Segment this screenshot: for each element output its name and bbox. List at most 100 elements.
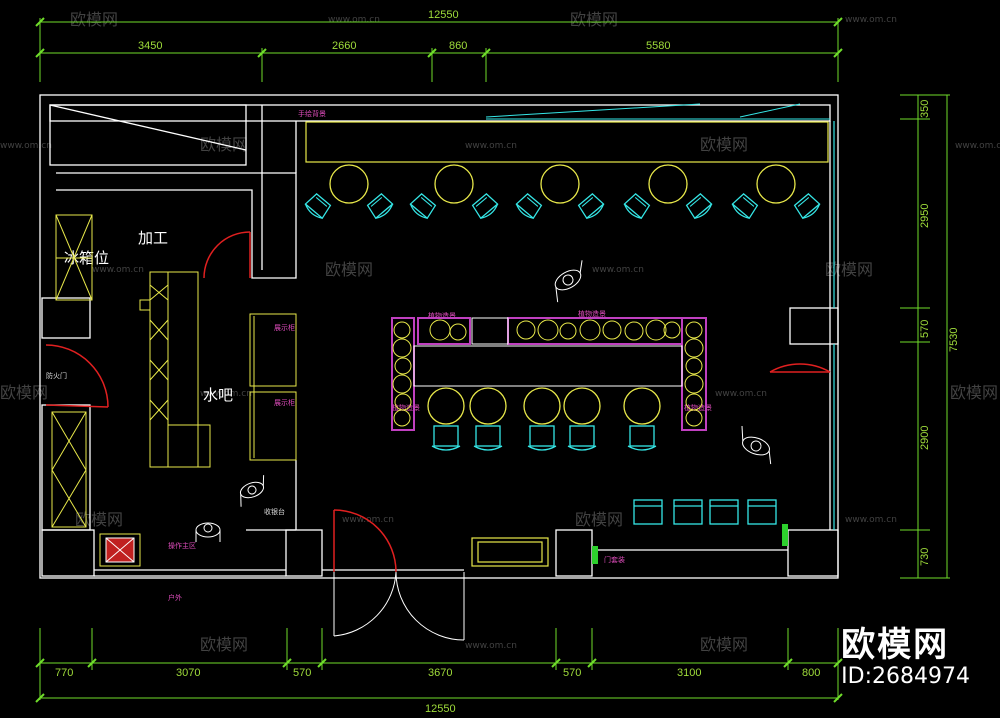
plant: [429, 319, 451, 341]
chair: [471, 192, 499, 220]
lounge-chair: [633, 499, 663, 525]
fire-door: [45, 344, 109, 408]
dimension-labels-bottom: 770 3070 570 3670 570 3100 800 12550: [55, 667, 820, 715]
dim-top-seg-2: 2660: [332, 40, 356, 52]
svg-text:www.om.cn: www.om.cn: [92, 265, 144, 275]
plant: [393, 321, 411, 339]
person-2: [741, 425, 772, 465]
entrance-door-left: [333, 509, 397, 573]
dim-right-seg-1: 350: [919, 100, 931, 118]
cafe-table: [409, 164, 499, 220]
person-3: [239, 475, 265, 507]
bar-stool: [427, 387, 465, 451]
door-set-label: 门套装: [604, 555, 625, 564]
lounge-chair: [673, 499, 703, 525]
entrance-bench: [471, 537, 549, 567]
cafe-table: [515, 164, 605, 220]
people: [195, 260, 772, 542]
plant-label-3: 植物造景: [392, 403, 420, 412]
svg-text:www.om.cn: www.om.cn: [845, 15, 897, 25]
plant: [684, 338, 704, 358]
chair: [731, 192, 759, 220]
dim-right-seg-2: 2950: [919, 204, 931, 228]
side-door: [769, 363, 831, 373]
room-water-bar-label: 水吧: [203, 386, 233, 404]
svg-text:欧模网: 欧模网: [70, 10, 118, 29]
dim-top-total: 12550: [428, 9, 459, 21]
svg-text:www.om.cn: www.om.cn: [465, 641, 517, 651]
dim-right-total: 7530: [948, 328, 960, 352]
plant: [579, 319, 601, 341]
chair: [685, 192, 713, 220]
dim-bottom-seg-6: 3100: [677, 667, 701, 679]
room-processing-label: 加工: [138, 229, 168, 247]
dim-bottom-total: 12550: [425, 703, 456, 715]
top-table-group: [304, 164, 821, 220]
plant: [559, 322, 577, 340]
bar-stool: [623, 387, 661, 451]
cashier-label: 收银台: [264, 507, 285, 516]
lounge-chair-group: [633, 499, 777, 525]
lounge-chair: [747, 499, 777, 525]
chair: [366, 192, 394, 220]
plant-label-4: 植物造景: [684, 403, 712, 412]
plant: [684, 374, 704, 394]
display-cabinet-label-1: 展示柜: [274, 323, 295, 332]
brand-name: 欧模网: [841, 625, 950, 665]
plant: [685, 357, 703, 375]
svg-text:欧模网: 欧模网: [700, 635, 748, 654]
fire-door-label: 防火门: [46, 371, 67, 380]
wall-bench: [305, 121, 829, 163]
bar-stool: [469, 387, 507, 451]
svg-text:欧模网: 欧模网: [700, 135, 748, 154]
svg-text:www.om.cn: www.om.cn: [465, 141, 517, 151]
bar-stool-group: [427, 387, 661, 451]
person-4: [195, 522, 221, 542]
svg-text:www.om.cn: www.om.cn: [845, 515, 897, 525]
svg-text:欧模网: 欧模网: [0, 383, 48, 402]
svg-text:欧模网: 欧模网: [825, 260, 873, 279]
dim-right-seg-3: 570: [919, 320, 931, 338]
plant-label-2: 植物造景: [578, 309, 606, 318]
svg-text:欧模网: 欧模网: [950, 383, 998, 402]
cafe-table: [304, 164, 394, 220]
plant: [392, 338, 412, 358]
svg-text:欧模网: 欧模网: [570, 10, 618, 29]
plant: [645, 319, 667, 341]
top-windows: [485, 103, 830, 120]
dim-bottom-seg-2: 3070: [176, 667, 200, 679]
plant: [537, 319, 559, 341]
console-label: 操作主区: [168, 541, 196, 550]
dim-bottom-seg-5: 570: [563, 667, 581, 679]
dimension-labels-top: 12550 3450 2660 860 5580: [138, 9, 670, 52]
dim-right-seg-5: 730: [919, 548, 931, 566]
chair: [304, 192, 332, 220]
dim-bottom-seg-7: 800: [802, 667, 820, 679]
bar-stool: [563, 387, 601, 451]
plant: [449, 323, 467, 341]
cafe-table: [731, 164, 821, 220]
svg-text:欧模网: 欧模网: [575, 510, 623, 529]
doors: [45, 231, 831, 573]
lounge-chair: [709, 499, 739, 525]
svg-text:www.om.cn: www.om.cn: [715, 389, 767, 399]
dim-top-seg-1: 3450: [138, 40, 162, 52]
chair: [623, 192, 651, 220]
chair: [577, 192, 605, 220]
brand-id-block: 欧模网 ID:2684974: [841, 626, 970, 690]
plant: [685, 321, 703, 339]
svg-text:欧模网: 欧模网: [325, 260, 373, 279]
dimension-ticks: [35, 17, 843, 703]
svg-text:www.om.cn: www.om.cn: [592, 265, 644, 275]
dim-top-seg-3: 860: [449, 40, 467, 52]
svg-text:www.om.cn: www.om.cn: [0, 141, 52, 151]
plant: [602, 320, 622, 340]
svg-text:www.om.cn: www.om.cn: [328, 15, 380, 25]
dim-right-seg-4: 2900: [919, 426, 931, 450]
display-cabinet-label-2: 展示柜: [274, 398, 295, 407]
plant: [393, 409, 411, 427]
center-bar: [391, 317, 707, 431]
walls: [39, 94, 839, 579]
person-1: [554, 260, 583, 303]
